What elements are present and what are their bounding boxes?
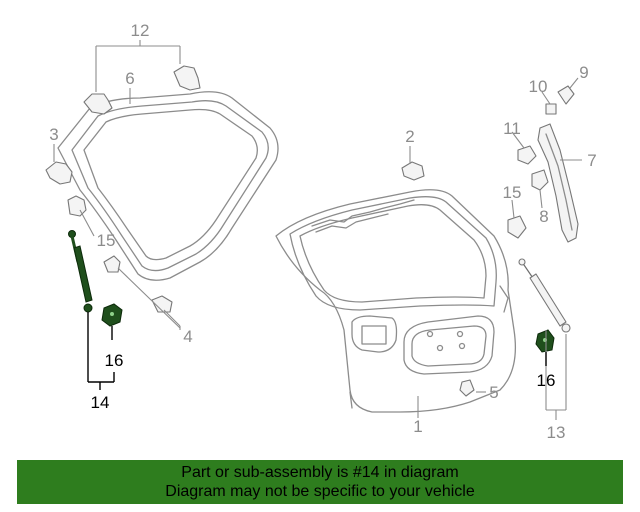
callout-9: 9 [579, 63, 588, 82]
pad-4-lower [151, 295, 173, 313]
plug-5 [459, 379, 475, 397]
callout-5: 5 [489, 383, 498, 402]
ball-stud-16-left [101, 303, 123, 327]
callout-12: 12 [131, 21, 150, 40]
bumper-15-left [67, 195, 87, 217]
callout-6: 6 [125, 69, 134, 88]
hinge-left [83, 93, 113, 115]
parts-diagram: 12 6 3 15 4 16 14 2 1 5 10 9 11 7 8 15 1… [45, 21, 597, 442]
info-banner: Part or sub-assembly is #14 in diagram D… [17, 460, 623, 504]
banner-line-2: Diagram may not be specific to your vehi… [165, 483, 475, 500]
strut-14 [68, 230, 93, 313]
callout-15-left: 15 [97, 231, 116, 250]
back-glass [57, 91, 279, 281]
callout-16-left: 16 [105, 351, 124, 370]
hinge-right [173, 65, 201, 91]
callout-2: 2 [405, 127, 414, 146]
pad-4-upper [103, 255, 121, 273]
leader-lines [53, 40, 582, 420]
callout-4: 4 [183, 327, 192, 346]
banner-line-1: Part or sub-assembly is #14 in diagram [181, 464, 459, 481]
callout-1: 1 [413, 417, 422, 436]
bracket-2 [401, 161, 425, 181]
callout-8: 8 [539, 207, 548, 226]
callout-14: 14 [91, 393, 110, 412]
callout-16-right: 16 [537, 371, 556, 390]
bracket-3 [45, 161, 73, 185]
callout-10: 10 [529, 77, 548, 96]
callout-3: 3 [49, 125, 58, 144]
clip-9 [557, 85, 575, 105]
strut-13 [518, 258, 571, 333]
callout-15-right: 15 [503, 183, 522, 202]
clip-11 [517, 145, 537, 165]
bracket-8 [531, 169, 549, 191]
bumper-15-right [507, 215, 527, 239]
clip-10 [545, 103, 557, 115]
callout-13: 13 [547, 423, 566, 442]
callout-7: 7 [587, 151, 596, 170]
liftgate-panel [275, 189, 517, 413]
callout-11: 11 [503, 119, 521, 138]
ball-stud-16-right [535, 329, 555, 353]
